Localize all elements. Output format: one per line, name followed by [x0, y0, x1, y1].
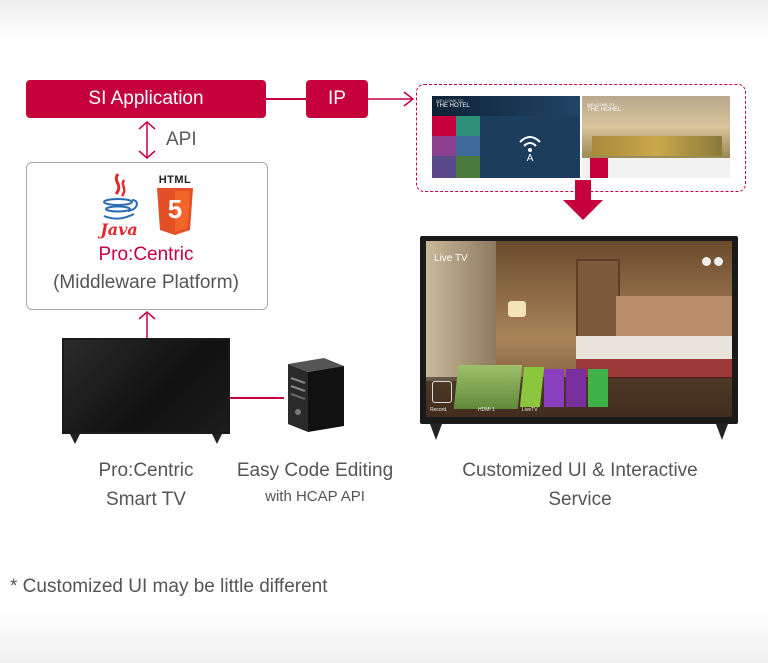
api-double-arrow [138, 121, 156, 159]
custom-ui-caption-line1: Customized UI & Interactive [462, 460, 698, 481]
tv-server-connector [230, 397, 284, 399]
server-icon [282, 356, 352, 434]
custom-ui-caption: Customized UI & Interactive Service [430, 456, 730, 514]
live-tv-label: Live TV [434, 253, 468, 264]
app-photo-tile[interactable] [566, 369, 586, 407]
app-live-tile[interactable] [519, 367, 545, 407]
code-editing-caption-line1: Easy Code Editing [236, 460, 394, 481]
tv-to-middleware-arrow [138, 311, 156, 340]
java-cup-icon [103, 173, 138, 220]
hotel-tv-screen: Live TV Record. HDMI 1 LiveTV [426, 241, 732, 417]
java-label: Java [100, 220, 138, 239]
app-green-tile[interactable] [588, 369, 608, 407]
hotel-tv: Live TV Record. HDMI 1 LiveTV [420, 236, 738, 444]
smart-tv-caption: Pro:Centric Smart TV [56, 456, 236, 514]
ui-screen-menu: WELCOME TO THE HOTEL A [432, 96, 580, 178]
code-editing-caption: Easy Code Editing with HCAP API [222, 456, 408, 509]
tv-settings-icons [702, 253, 728, 266]
ip-box: IP [306, 80, 368, 118]
code-editing-caption-line2: with HCAP API [265, 488, 365, 505]
ui-screen-menu-hotel: THE HOTEL [436, 103, 470, 109]
middleware-box [26, 162, 268, 310]
smart-tv-screen [62, 338, 230, 434]
app-music-tile[interactable] [544, 369, 564, 407]
hotel-tv-stand-right [716, 424, 728, 440]
ip-label: IP [328, 88, 346, 109]
html5-version: 5 [167, 194, 183, 224]
middleware-subtitle: (Middleware Platform) [53, 272, 239, 293]
ui-screen-home-welcome: WELCOME TO [587, 102, 615, 107]
ui-screen-home: WELCOME TO THE HOHEL [582, 96, 730, 178]
si-ip-connector [266, 98, 306, 100]
html5-shield-icon [157, 188, 193, 235]
smart-tv-caption-line2: Smart TV [106, 489, 186, 510]
record-label: Record. [430, 407, 448, 413]
down-arrow-icon [563, 180, 603, 220]
smart-tv-stand-left [70, 434, 80, 444]
wifi-icon: A [519, 136, 541, 162]
svg-text:A: A [527, 153, 534, 162]
java-logo: Java [98, 172, 140, 240]
procentric-brand: Pro:Centric [98, 244, 194, 265]
api-label: API [166, 129, 197, 150]
app-input-tile[interactable] [432, 381, 452, 403]
smart-tv-stand-right [212, 434, 222, 444]
footnote: * Customized UI may be little different [10, 576, 328, 597]
smart-tv [62, 338, 230, 448]
app-live-label: LiveTV [522, 407, 538, 413]
hotel-tv-stand-left [430, 424, 442, 440]
hdmi-label: HDMI 1 [478, 407, 495, 413]
ip-to-screens-arrow [368, 91, 415, 107]
app-hdmi-tile[interactable] [453, 365, 523, 409]
ui-screen-home-hotel: THE HOHEL [587, 107, 622, 113]
ui-screen-menu-welcome: WELCOME TO [436, 98, 464, 103]
si-application-box: SI Application [26, 80, 266, 118]
html5-label: HTML [158, 174, 192, 186]
smart-tv-caption-line1: Pro:Centric [98, 460, 194, 481]
custom-ui-caption-line2: Service [548, 489, 612, 510]
html5-logo: HTML 5 [152, 174, 198, 238]
si-application-label: SI Application [88, 88, 204, 109]
